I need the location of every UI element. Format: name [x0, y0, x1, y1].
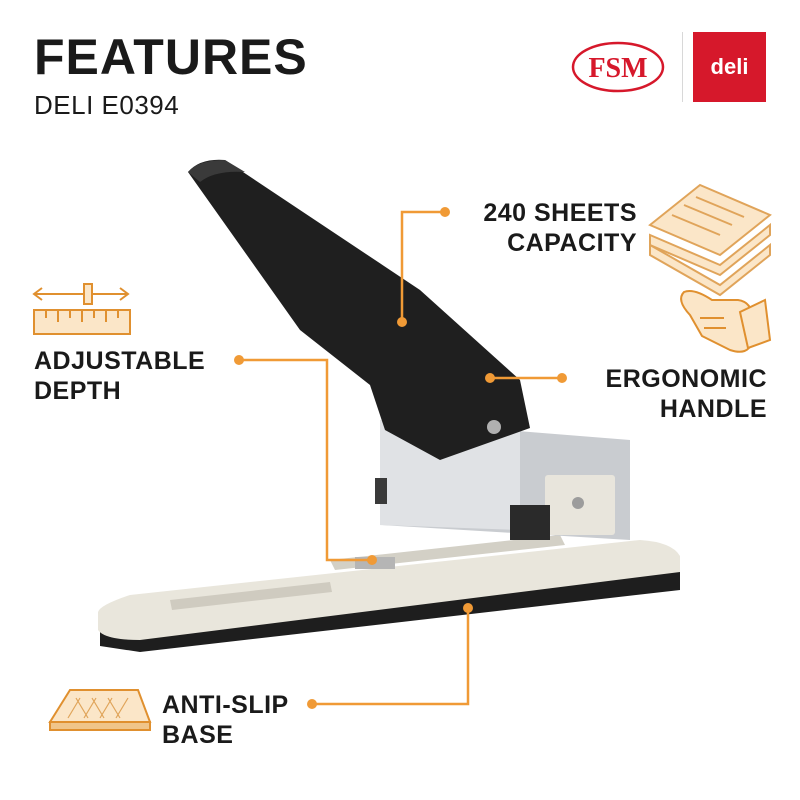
callout-line-depth [239, 358, 372, 562]
fsm-logo-text: FSM [588, 53, 647, 84]
stapler-handle [188, 159, 530, 460]
feature-depth-label: ADJUSTABLE DEPTH [34, 346, 234, 406]
stapler-base [98, 540, 680, 640]
feature-handle-line1: ERGONOMIC [605, 365, 767, 393]
ruler-icon [32, 283, 131, 335]
base-label-plate [170, 582, 332, 610]
rear-screw [572, 497, 584, 509]
page-title: FEATURES [34, 29, 308, 85]
feature-depth-line1: ADJUSTABLE [34, 347, 206, 375]
feature-depth-line2: DEPTH [34, 377, 122, 405]
textured-pad-icon [48, 689, 152, 731]
feature-capacity-line1: 240 SHEETS [483, 199, 637, 227]
feature-base-label: ANTI-SLIP BASE [162, 690, 312, 750]
paper-stack-icon [648, 183, 772, 297]
metal-front-plate [380, 420, 520, 530]
deli-logo-text: deli [710, 54, 749, 79]
feature-handle-label: ERGONOMIC HANDLE [575, 364, 767, 424]
depth-stop [510, 505, 550, 540]
feature-base-line1: ANTI-SLIP [162, 691, 289, 719]
feature-capacity-label: 240 SHEETS CAPACITY [455, 198, 637, 258]
callout-line-capacity [400, 210, 445, 322]
thumbs-up-hand-icon [680, 290, 772, 353]
handle-grip-top [188, 160, 245, 182]
callout-dots [234, 207, 567, 709]
fsm-logo: FSM [570, 40, 666, 94]
feature-base-line2: BASE [162, 721, 234, 749]
deli-logo: deli [693, 32, 766, 102]
callout-lines [239, 210, 562, 706]
feature-handle-line2: HANDLE [659, 395, 767, 423]
callout-line-base [312, 608, 470, 706]
feature-capacity-line2: CAPACITY [507, 229, 637, 257]
model-subtitle: DELI E0394 [34, 90, 180, 120]
logo-divider [682, 32, 683, 102]
release-button [375, 478, 387, 504]
pivot-screw [487, 420, 501, 434]
